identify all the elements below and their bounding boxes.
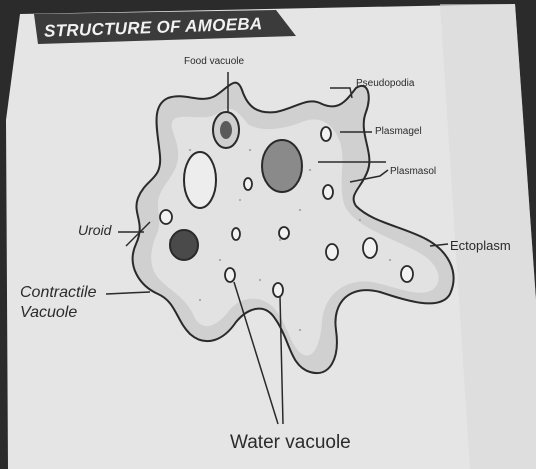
food-particle [220,121,232,139]
nucleus [262,140,302,192]
label-ectoplasm: Ectoplasm [450,238,511,253]
large-vacuole [184,152,216,208]
contractile-vacuole [170,230,198,260]
label-pseudopodia: Pseudopodia [356,78,414,89]
label-food-vacuole: Food vacuole [184,56,244,67]
label-uroid: Uroid [78,222,111,238]
label-contractile-line1: Contractile [20,284,96,302]
label-plasmasol: Plasmasol [390,166,436,177]
label-plasmagel: Plasmagel [375,126,422,137]
label-water-vacuole: Water vacuole [230,432,351,454]
label-contractile-line2: Vacuole [20,304,77,322]
